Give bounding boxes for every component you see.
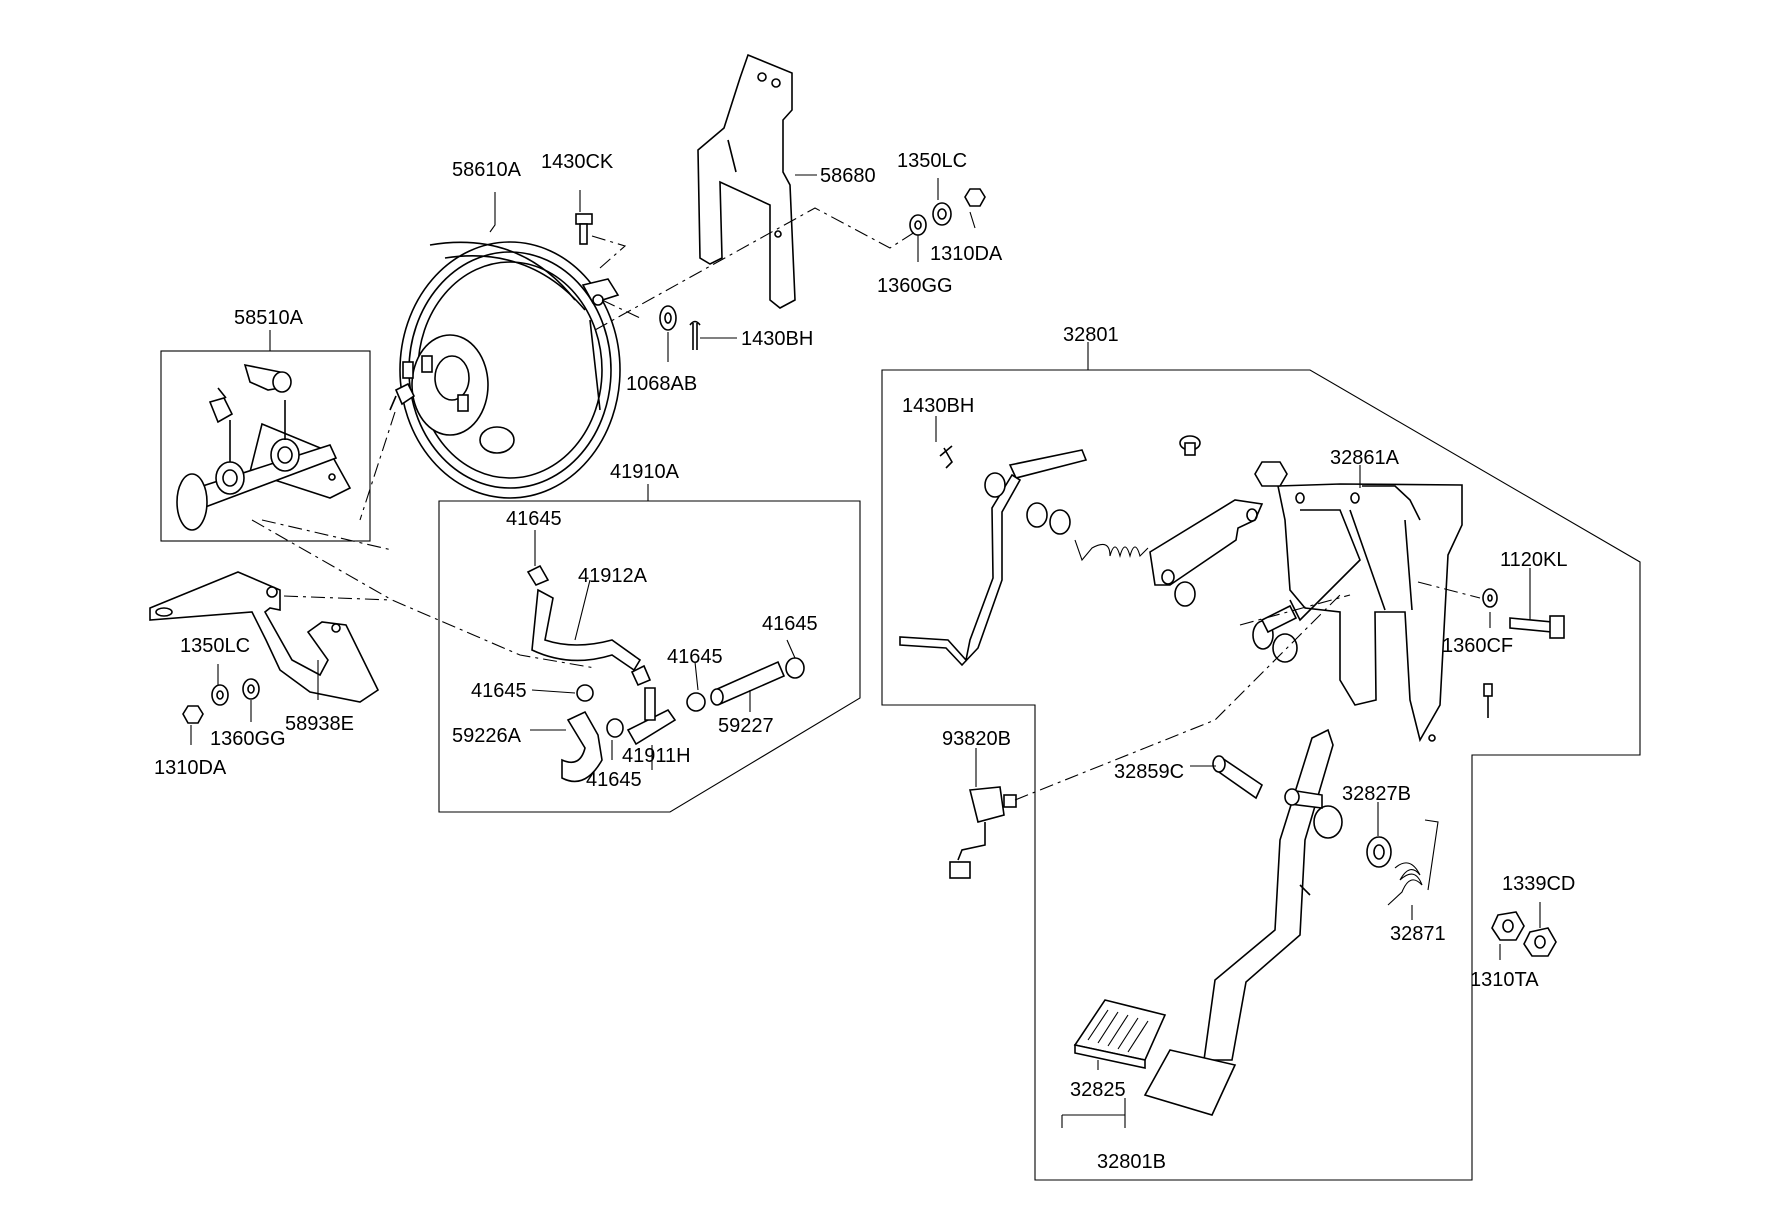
lockwasher-1360gg-top — [909, 214, 927, 236]
label-1120kl: 1120KL — [1500, 549, 1567, 571]
clamp-41645-d — [606, 718, 624, 738]
label-32827b: 32827B — [1342, 783, 1411, 805]
label-58510a: 58510A — [234, 307, 304, 329]
bracket-58938e — [149, 571, 380, 703]
label-59227: 59227 — [718, 715, 774, 737]
label-1430ck: 1430CK — [541, 151, 614, 173]
pedal-pad-lower — [1143, 1049, 1237, 1116]
washer-1360cf — [1482, 588, 1498, 608]
label-32825: 32825 — [1070, 1079, 1126, 1101]
connector-41911h — [626, 687, 677, 746]
label-1430bh-pedal: 1430BH — [902, 395, 974, 417]
label-1310ta: 1310TA — [1470, 969, 1539, 991]
sleeve-32859c — [1212, 755, 1264, 800]
bolt-1120kl — [1509, 615, 1565, 639]
label-58680: 58680 — [820, 165, 876, 187]
label-41645-a: 41645 — [506, 508, 562, 530]
label-58610a: 58610A — [452, 159, 522, 181]
member-32861a — [1277, 483, 1463, 743]
pivot-bolt — [1260, 604, 1298, 663]
label-41645-d: 41645 — [586, 769, 642, 791]
label-32801b: 32801B — [1097, 1151, 1166, 1173]
washer-1350lc-top — [932, 202, 952, 226]
clip-pedal — [939, 445, 953, 469]
label-1430bh-top: 1430BH — [741, 328, 813, 350]
label-41912a: 41912A — [578, 565, 648, 587]
label-1339cd: 1339CD — [1502, 873, 1575, 895]
label-1350lc-top: 1350LC — [897, 150, 967, 172]
reservoir-cap — [243, 363, 292, 393]
bushing-32827b — [1366, 836, 1392, 868]
small-bolt — [1483, 683, 1493, 718]
label-58938e: 58938E — [285, 713, 354, 735]
return-spring-32871 — [1387, 819, 1439, 906]
clamp-41645-b — [576, 684, 594, 702]
master-cylinder — [176, 400, 352, 531]
hose-59226a — [561, 710, 603, 783]
nut-top-right — [1254, 461, 1288, 487]
label-1360cf: 1360CF — [1442, 635, 1513, 657]
label-1310da-top: 1310DA — [930, 243, 1003, 265]
nut-1310ta — [1491, 911, 1525, 941]
clamp-41645-c — [630, 664, 652, 687]
master-cylinder-box — [160, 350, 371, 542]
nut-1339cd — [1523, 927, 1557, 957]
clamp-41645-f — [785, 657, 805, 679]
label-41645-f: 41645 — [762, 613, 818, 635]
label-32861a: 32861A — [1330, 447, 1400, 469]
brake-booster — [389, 241, 621, 499]
washer-1350lc-left — [211, 684, 229, 706]
label-1068ab: 1068AB — [626, 373, 697, 395]
hose-41912a — [531, 588, 642, 672]
label-1360gg-top: 1360GG — [877, 275, 953, 297]
nut-1310da-left — [182, 705, 204, 724]
lever-arm — [1149, 499, 1264, 586]
pivot-shaft — [899, 449, 1274, 667]
label-41645-b: 41645 — [471, 680, 527, 702]
hose-59227 — [710, 660, 786, 706]
washer-1068ab — [659, 305, 677, 331]
label-1310da-left: 1310DA — [154, 757, 227, 779]
label-41910a: 41910A — [610, 461, 680, 483]
brake-pedal-arm — [1203, 728, 1343, 1061]
stop-switch-93820b — [949, 786, 1017, 879]
stopper-top — [1179, 435, 1201, 456]
bracket-58680 — [697, 53, 796, 309]
label-32801: 32801 — [1063, 324, 1119, 346]
label-32871: 32871 — [1390, 923, 1446, 945]
label-59226a: 59226A — [452, 725, 522, 747]
lockwasher-1360gg-left — [242, 678, 260, 700]
label-41645-c: 41645 — [667, 646, 723, 668]
label-1350lc-left: 1350LC — [180, 635, 250, 657]
nut-1310da-top — [964, 188, 986, 207]
grommet — [208, 387, 234, 424]
clip-1430bh — [689, 320, 701, 350]
clamp-41645-e — [686, 692, 706, 712]
leader-lines — [190, 174, 1541, 1128]
label-32859c: 32859C — [1114, 761, 1184, 783]
return-spring-top — [1074, 539, 1149, 562]
pedal-assembly-box — [881, 369, 1641, 1181]
label-93820b: 93820B — [942, 728, 1011, 750]
bolt-1430ck — [575, 213, 593, 245]
label-41911h: 41911H — [622, 745, 691, 767]
vacuum-hose-box — [438, 500, 861, 813]
pedal-pad-32825 — [1073, 999, 1167, 1069]
clamp-41645-a — [526, 564, 550, 587]
label-1360gg-left: 1360GG — [210, 728, 286, 750]
